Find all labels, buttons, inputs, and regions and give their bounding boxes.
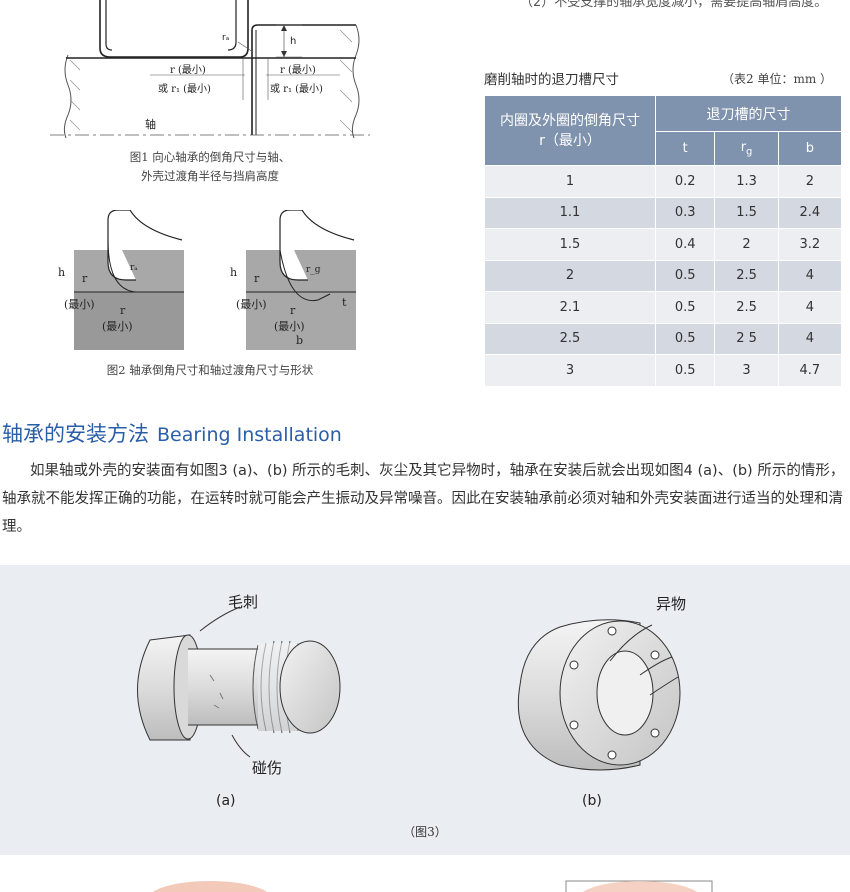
fig2b-r2: r	[290, 304, 296, 317]
figure-1-caption-line-1: 图1 向心轴承的倒角尺寸与轴、	[129, 150, 291, 164]
figure-1-caption: 图1 向心轴承的倒角尺寸与轴、 外壳过渡角半径与挡肩高度	[60, 148, 360, 186]
label-h: h	[290, 36, 296, 47]
label-dent: 碰伤	[252, 759, 282, 777]
sub-b: (b)	[582, 793, 602, 809]
header-t: t	[654, 131, 716, 166]
header-chamfer-label: 内圈及外圈的倒角尺寸	[499, 112, 640, 129]
label-foreign: 异物	[656, 595, 686, 613]
table-cell: 1.5	[714, 196, 779, 229]
section-paragraph: 如果轴或外壳的安装面有如图3 (a)、(b) 所示的毛刺、灰尘及其它异物时，轴承…	[2, 463, 845, 535]
figure-3-illustration: 毛刺 碰伤 (a) 异物 (b)	[137, 593, 686, 809]
table-cell: 4	[777, 291, 843, 324]
fig2b-min1: (最小)	[236, 298, 267, 311]
fig2a-ra: rₐ	[130, 263, 138, 273]
table-cell: 2.5	[714, 259, 779, 292]
fig2b-min2: (最小)	[274, 320, 305, 333]
table-cell: 1.3	[714, 165, 779, 198]
fig2b-rg: r_g	[306, 265, 321, 275]
table-cell: 3.2	[777, 228, 843, 261]
figure-1-diagram: h rₐ r (最小) 或 r₁ (最小) r (最小) 或 r₁ (最小) 轴	[50, 0, 370, 139]
fig2a-min2: (最小)	[102, 320, 133, 333]
table-cell: 2.5	[484, 322, 656, 355]
table-cell: 1.1	[484, 196, 656, 229]
table-cell: 2.1	[484, 291, 656, 324]
sub-a: (a)	[216, 793, 236, 809]
header-groove: 退刀槽的尺寸	[654, 95, 843, 132]
header-b: b	[777, 131, 843, 166]
fig2b-r: r	[254, 272, 260, 285]
table-cell: 3	[714, 354, 779, 387]
header-rg: rg	[714, 131, 779, 166]
section-title-cn: 轴承的安装方法	[2, 422, 149, 446]
header-rg-sub: g	[746, 146, 753, 158]
fig2a-r2: r	[120, 304, 126, 317]
table-title: 磨削轴时的退刀槽尺寸	[484, 72, 619, 88]
table-cell: 1.5	[484, 228, 656, 261]
left-r-label: r (最小)	[170, 64, 206, 76]
table-cell: 2 5	[714, 322, 779, 355]
table-cell: 2.4	[777, 196, 843, 229]
table-cell: 4.7	[777, 354, 843, 387]
label-burr: 毛刺	[228, 593, 258, 611]
header-chamfer-sub: r（最小）	[539, 132, 601, 149]
fig2a-r: r	[82, 272, 88, 285]
right-r-label: r (最小)	[280, 64, 316, 76]
table-cell: 0.5	[654, 322, 716, 355]
label-ra: rₐ	[222, 33, 229, 43]
fig2a-min1: (最小)	[64, 298, 95, 311]
figure-2-caption: 图2 轴承倒角尺寸和轴过渡角尺寸与形状	[106, 363, 314, 377]
top-note: （2）不受支撑的轴承宽度减小，需要提高轴肩高度。	[520, 0, 828, 10]
table-cell: 0.3	[654, 196, 716, 229]
fig2b-h: h	[230, 266, 237, 279]
table-cell: 0.4	[654, 228, 716, 261]
table-cell: 0.5	[654, 291, 716, 324]
header-chamfer: 内圈及外圈的倒角尺寸 r（最小）	[484, 95, 656, 166]
figure-3-caption: （图3）	[403, 825, 447, 839]
table-cell: 2	[714, 228, 779, 261]
table-cell: 4	[777, 259, 843, 292]
table-cell: 4	[777, 322, 843, 355]
shaft-label: 轴	[145, 117, 156, 131]
table-cell: 0.5	[654, 259, 716, 292]
fig2b-t: t	[342, 296, 347, 309]
table-cell: 0.5	[654, 354, 716, 387]
section-title-en: Bearing Installation	[157, 424, 342, 446]
table-cell: 2.5	[714, 291, 779, 324]
left-r1-label: 或 r₁ (最小)	[158, 83, 211, 95]
figure-2-diagram: h r rₐ (最小) r (最小) h r r_g (最小) r (最小) t…	[58, 210, 356, 350]
fig2a-h: h	[58, 266, 65, 279]
table-cell: 3	[484, 354, 656, 387]
table-cell: 2	[484, 259, 656, 292]
section-title: 轴承的安装方法 Bearing Installation	[2, 418, 342, 448]
table-unit: （表2 单位：mm ）	[722, 72, 833, 86]
figure-4-partial	[0, 855, 850, 892]
table-cell: 2	[777, 165, 843, 198]
figure-4-partial-graphic	[152, 880, 713, 892]
fig2b-b: b	[296, 334, 303, 347]
table-cell: 1	[484, 165, 656, 198]
figure-1-caption-line-2: 外壳过渡角半径与挡肩高度	[141, 169, 279, 183]
figure-3-panel: 毛刺 碰伤 (a) 异物 (b) （图3）	[0, 565, 850, 855]
table-cell: 0.2	[654, 165, 716, 198]
header-rg-main: r	[740, 139, 747, 155]
right-r1-label: 或 r₁ (最小)	[270, 83, 323, 95]
